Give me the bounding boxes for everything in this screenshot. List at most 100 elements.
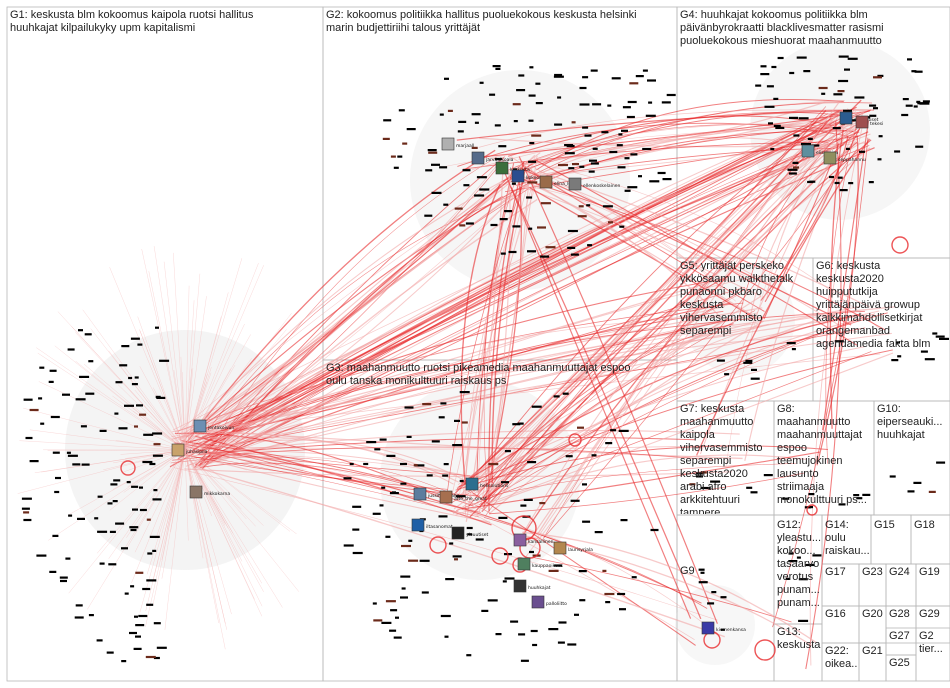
node	[65, 558, 70, 560]
node	[353, 552, 363, 554]
node	[914, 105, 918, 107]
group-box-g24	[886, 564, 916, 606]
node	[110, 483, 117, 485]
group-box-g22	[822, 643, 859, 681]
node	[113, 479, 120, 481]
node	[399, 109, 405, 111]
node	[394, 167, 399, 169]
node	[566, 455, 573, 457]
node	[541, 202, 551, 204]
node	[923, 100, 930, 102]
node	[480, 82, 484, 84]
node	[459, 224, 465, 226]
node	[140, 509, 147, 511]
node	[431, 164, 440, 166]
node	[510, 621, 518, 623]
node	[619, 608, 626, 610]
node	[536, 102, 543, 104]
node	[558, 164, 568, 166]
node	[879, 135, 883, 137]
node	[119, 364, 127, 366]
node	[82, 464, 90, 466]
node	[121, 345, 129, 347]
group-box-g25	[886, 655, 916, 681]
node	[647, 79, 656, 81]
node	[344, 477, 352, 479]
node	[812, 554, 821, 556]
node	[897, 355, 901, 357]
loop	[892, 237, 908, 253]
node	[906, 105, 913, 107]
node	[799, 578, 808, 580]
node	[765, 106, 775, 108]
node	[401, 545, 411, 547]
node	[529, 120, 534, 122]
node	[24, 399, 33, 401]
node	[793, 162, 799, 164]
node	[132, 383, 138, 385]
group-box-g27	[886, 628, 916, 655]
avatar-label: huuhkajat	[528, 585, 551, 591]
node	[612, 77, 621, 79]
node	[540, 256, 549, 258]
node	[428, 152, 437, 154]
node	[582, 76, 588, 78]
node	[878, 158, 882, 160]
node	[155, 327, 159, 329]
node	[835, 182, 840, 184]
node	[901, 114, 908, 116]
avatar-image	[466, 478, 478, 490]
node	[79, 376, 89, 378]
node	[567, 247, 575, 249]
node	[153, 489, 157, 491]
node	[531, 630, 538, 632]
node	[724, 373, 729, 375]
node	[512, 225, 520, 227]
avatar-image	[802, 145, 814, 157]
node	[386, 455, 395, 457]
node	[500, 218, 508, 220]
node	[621, 130, 628, 132]
node	[605, 601, 610, 603]
node	[559, 621, 567, 623]
node	[373, 619, 382, 621]
node	[869, 181, 874, 183]
node	[76, 604, 83, 606]
node	[925, 358, 935, 360]
group-box-g19	[916, 564, 950, 606]
node	[648, 102, 652, 104]
node	[467, 527, 473, 529]
avatar-image	[496, 162, 508, 174]
node	[702, 471, 707, 473]
node	[787, 342, 796, 344]
avatar-image	[172, 444, 184, 456]
node	[638, 175, 642, 177]
node	[449, 542, 453, 544]
node	[139, 414, 146, 416]
node	[414, 464, 418, 466]
avatar-image	[472, 152, 484, 164]
node	[582, 127, 588, 129]
node	[432, 192, 442, 194]
node	[746, 487, 752, 489]
node	[509, 251, 517, 253]
node	[380, 439, 387, 441]
node	[662, 101, 671, 103]
node	[121, 660, 126, 662]
node	[498, 145, 506, 147]
avatar-image	[442, 138, 454, 150]
avatar-image	[512, 170, 524, 182]
node	[55, 477, 61, 479]
node	[496, 633, 502, 635]
node	[395, 617, 399, 619]
node	[717, 360, 725, 362]
node	[751, 378, 760, 380]
node	[127, 481, 131, 483]
node	[60, 577, 68, 579]
avatar-image	[514, 580, 526, 592]
node	[579, 570, 587, 572]
node	[432, 440, 440, 442]
node	[110, 531, 116, 533]
node	[642, 148, 651, 150]
node	[383, 119, 391, 121]
